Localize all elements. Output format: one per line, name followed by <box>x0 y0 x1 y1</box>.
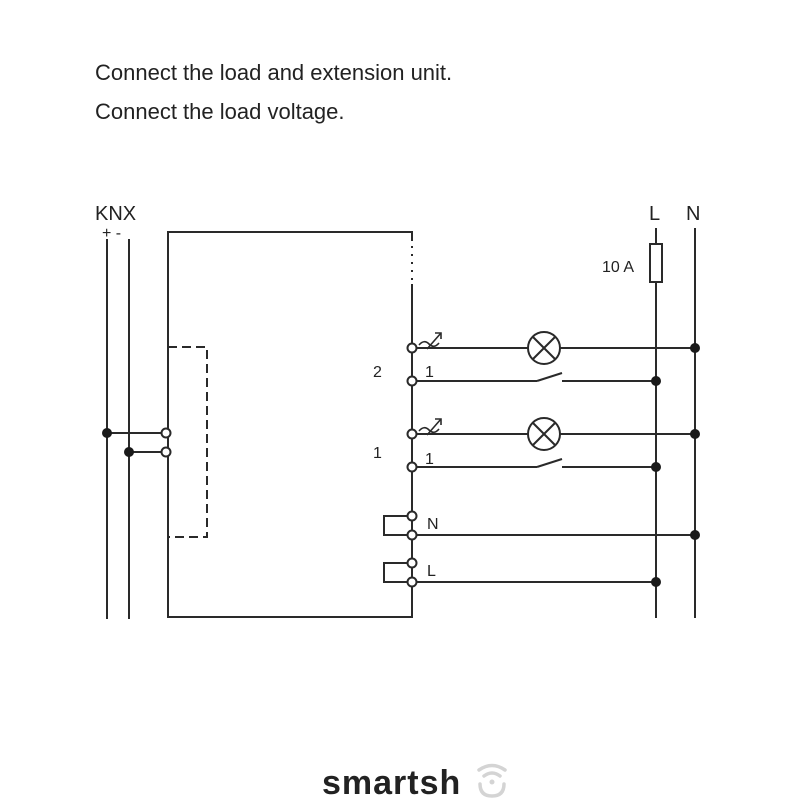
junction-n-device <box>690 530 700 540</box>
terminal-ext-input-2 <box>406 375 418 387</box>
junction-l-ext-input-1 <box>651 462 661 472</box>
watermark-logo: smartsh <box>322 763 507 800</box>
terminal-n-top <box>406 510 418 522</box>
channel-1-lamp-icon <box>527 417 561 451</box>
instruction-line-load-voltage: Connect the load voltage. <box>95 99 345 124</box>
watermark-text: smartsh <box>322 764 461 800</box>
instruction-line-load-extension: Connect the load and extension unit. <box>95 60 453 85</box>
line-n-label: N <box>686 203 700 225</box>
channel-1-label: 1 <box>373 445 382 462</box>
ext-input-2-switch-icon <box>536 372 563 382</box>
fuse-icon <box>649 243 663 283</box>
ext-input-1-label: 1 <box>425 451 434 468</box>
channel-2-dimmer-icon <box>418 332 442 350</box>
knx-terminal-plus <box>160 427 172 439</box>
junction-l-device <box>651 577 661 587</box>
line-l-label: L <box>649 203 660 225</box>
channel-1-dimmer-icon <box>418 418 442 436</box>
junction-l-ext-input-2 <box>651 376 661 386</box>
device-l-label: L <box>427 563 436 580</box>
terminal-n <box>406 529 418 541</box>
knx-polarity-label: + - <box>102 225 121 242</box>
channel-2-lamp-icon <box>527 331 561 365</box>
channel-2-label: 2 <box>373 364 382 381</box>
junction-knx-minus <box>124 447 134 457</box>
terminal-channel-1-load <box>406 428 418 440</box>
extension-module-outline <box>168 346 208 538</box>
junction-n-channel-2 <box>690 343 700 353</box>
knx-label: KNX <box>95 203 136 225</box>
terminal-ext-input-1 <box>406 461 418 473</box>
supply-n-bracket <box>383 515 412 536</box>
junction-knx-plus <box>102 428 112 438</box>
ext-input-1-switch-icon <box>536 458 563 468</box>
junction-n-channel-1 <box>690 429 700 439</box>
wifi-icon <box>477 763 507 798</box>
supply-l-bracket <box>383 562 412 583</box>
terminal-l-top <box>406 557 418 569</box>
device-n-label: N <box>427 516 439 533</box>
terminal-l <box>406 576 418 588</box>
knx-terminal-minus <box>160 446 172 458</box>
ext-input-2-label: 1 <box>425 364 434 381</box>
fuse-rating-label: 10 A <box>602 259 634 276</box>
terminal-channel-2-load <box>406 342 418 354</box>
device-housing <box>167 231 413 618</box>
